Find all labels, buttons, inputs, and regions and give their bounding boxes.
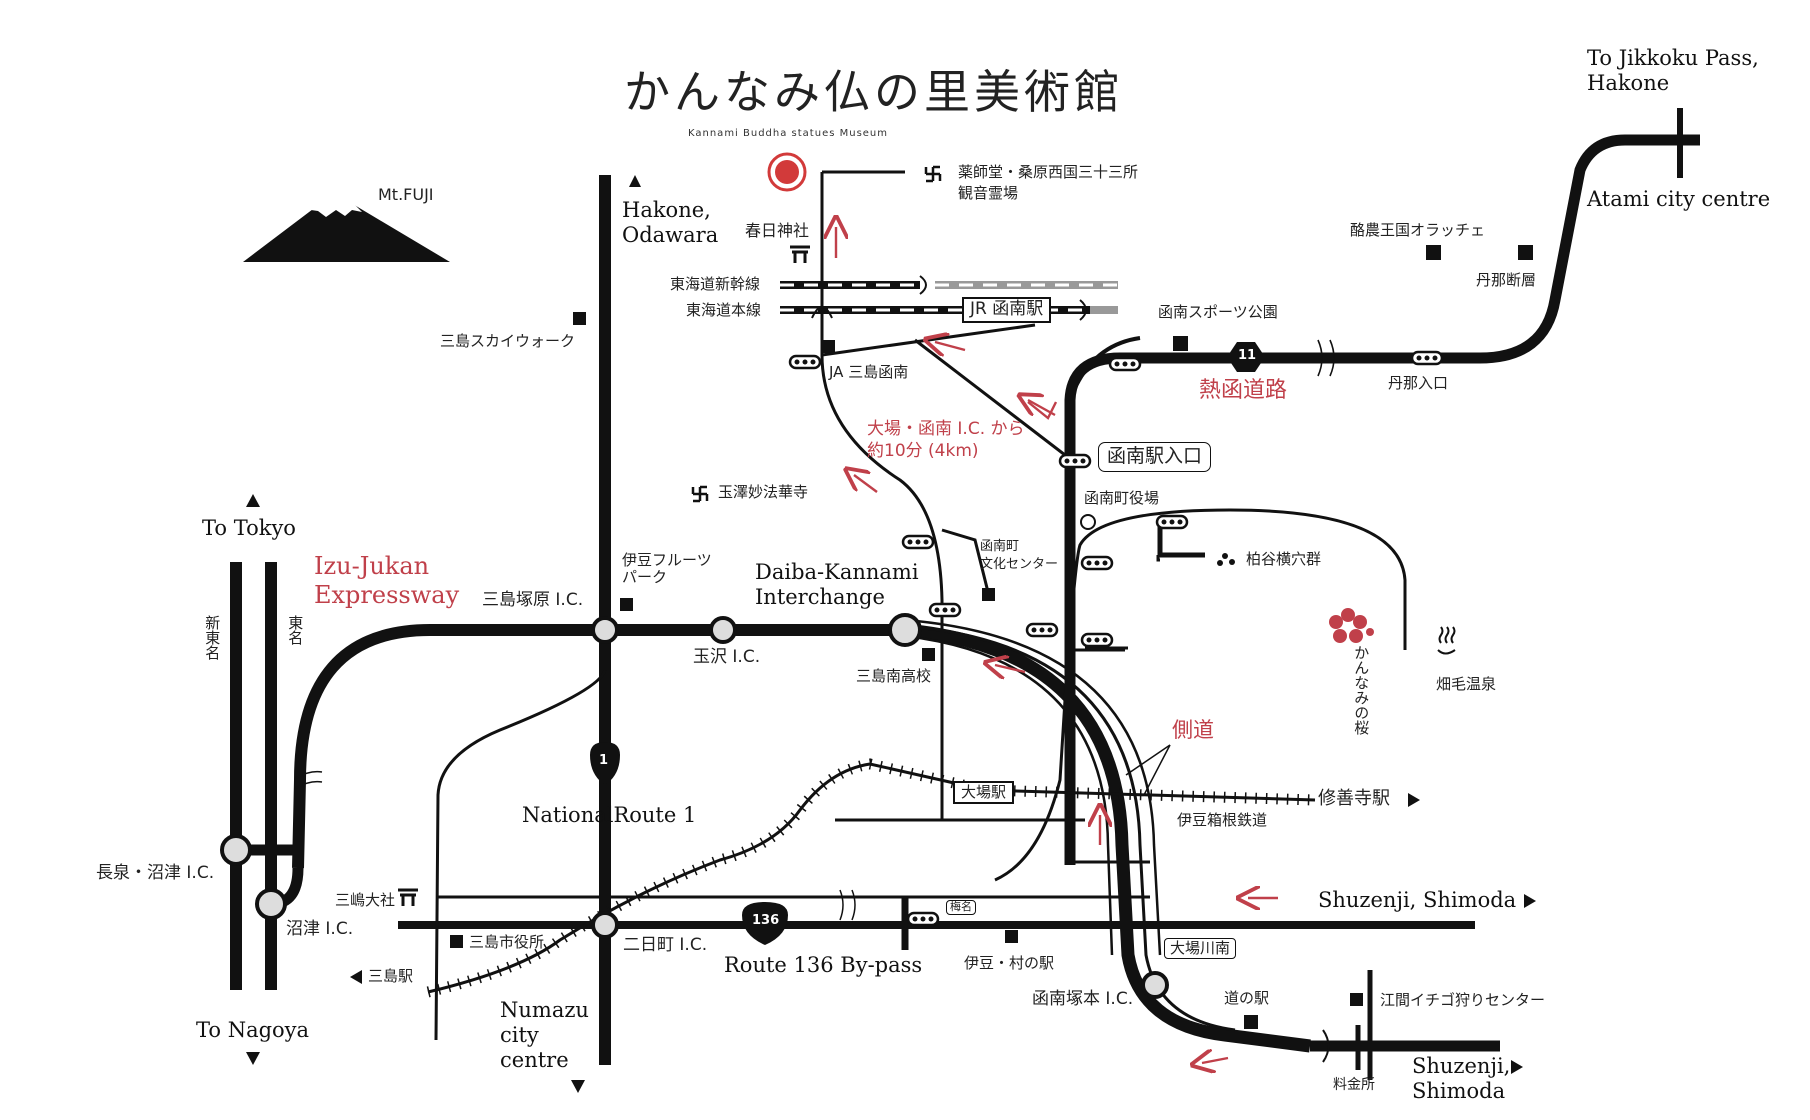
route-136-shield-icon [742,902,788,945]
label-sakura: かんなみの桜 [1352,645,1371,735]
landmark-markers [450,245,1533,1029]
label-atami: Atami city centre [1587,187,1771,211]
label-numazu: Numazu city centre [500,998,589,1073]
label-kasuga: 春日神社 [745,221,810,240]
museum-marker-icon [767,152,807,192]
tokaido-line [780,299,1118,321]
guidance-arrows [836,227,1278,1063]
label-gyokutaku: 玉澤妙法華寺 [718,483,809,501]
station-jr-kannami: JR 函南駅 [962,297,1052,323]
sakura-flower-icon [1329,608,1374,643]
label-mishima-city-office: 三島市役所 [469,933,545,951]
direction-arrows [246,175,1536,1093]
label-shuzenji-shimoda-1: Shuzenji, Shimoda [1318,888,1517,912]
label-sokudo: 側道 [1172,718,1214,742]
label-hakone-odawara: Hakone, Odawara [622,198,719,248]
label-mt-fuji: Mt.FUJI [378,185,434,204]
label-tanna-iriguchi: 丹那入口 [1388,374,1449,392]
label-mishima-taisha: 三嶋大社 [335,891,396,909]
mt-fuji-icon [243,186,450,262]
station-daiba: 大場駅 [953,781,1015,805]
label-tokaido: 東海道本線 [686,301,762,319]
label-oratche: 酪農王国オラッチェ [1350,221,1486,239]
label-yakushido: 薬師堂・桑原西国三十三所 観音霊場 [958,163,1139,202]
label-shin-tomei: 新東名 [203,615,222,660]
label-kannami-tsukamoto-ic: 函南塚本 I.C. [1032,989,1134,1009]
label-daiba-kannami: Daiba-Kannami Interchange [755,560,919,610]
label-mishima-minami-hs: 三島南高校 [856,667,932,685]
label-ryokinsho: 料金所 [1333,1077,1375,1093]
temple-icon [691,165,942,503]
label-to-tokyo: To Tokyo [202,516,296,540]
label-izu-muranoeki: 伊豆・村の駅 [964,954,1055,972]
sokudo-side-road [904,624,1236,1032]
label-to-nagoya: To Nagoya [196,1018,310,1042]
label-kannami-eki-iriguchi: 函南駅入口 [1098,442,1212,472]
label-izuhakone: 伊豆箱根鉄道 [1177,811,1268,829]
note-time-from-ic: 大場・函南 I.C. から 約10分 (4km) [867,419,1025,462]
label-fruit-park: 伊豆フルーツ パーク [622,551,712,587]
route-136-number: 136 [752,913,780,928]
torii-icon [398,245,810,906]
label-tamazawa-ic: 玉沢 I.C. [693,647,761,667]
label-ja-mishima: JA 三島函南 [829,363,909,381]
label-kashiwaya: 柏谷横穴群 [1246,550,1322,568]
label-shuzenji-shimoda-2: Shuzenji, Shimoda [1412,1054,1511,1104]
label-numazu-ic: 沼津 I.C. [286,919,354,939]
museum-title: かんなみ仏の里美術館 [624,65,1124,119]
museum-title-en: Kannami Buddha statues Museum [688,128,889,139]
kofun-dots-icon [1217,553,1235,566]
route-11-shield-icon [1227,342,1265,372]
label-sky-walk: 三島スカイウォーク [440,332,576,350]
netsukan-road [1064,134,1700,865]
station-shuzenji: 修善寺駅 [1318,788,1390,809]
label-bunka-center: 函南町 文化センター [980,539,1059,572]
label-route-136: Route 136 By-pass [724,953,923,977]
route-1-shield-icon [590,742,620,785]
label-umena: 梅名 [946,900,976,915]
izuhakone-line [426,758,1316,998]
label-ema-ichigo: 江間イチゴ狩りセンター [1380,991,1546,1009]
route-1-number: 1 [599,753,609,768]
label-nagaizumi-ic: 長泉・沼津 I.C. [96,863,215,883]
label-tanna-fault: 丹那断層 [1476,271,1537,289]
label-tomei: 東名 [286,615,305,645]
label-town-office: 函南町役場 [1084,489,1160,507]
label-netsukan: 熱函道路 [1199,378,1288,403]
label-futsukamachi-ic: 二日町 I.C. [623,935,708,955]
izu-jukan-expressway [292,624,905,869]
label-mishima-tsukahara-ic: 三島塚原 I.C. [482,590,584,610]
label-daiba-kawaminami: 大場川南 [1164,938,1237,960]
station-mishima: 三島駅 [368,967,414,985]
onsen-icon [1437,626,1456,655]
label-national-route-1: NationalRoute 1 [522,803,697,827]
interchange-markers [220,613,1169,999]
shinkansen-line [780,275,1118,295]
route-11-number: 11 [1238,348,1257,363]
label-sports-park: 函南スポーツ公園 [1158,303,1278,321]
label-hatake-onsen: 畑毛温泉 [1436,675,1497,693]
label-shinkansen: 東海道新幹線 [670,275,761,293]
label-izu-jukan: Izu-Jukan Expressway [314,552,460,609]
label-michinoeki: 道の駅 [1224,989,1270,1007]
label-jikkoku: To Jikkoku Pass, Hakone [1587,46,1759,96]
